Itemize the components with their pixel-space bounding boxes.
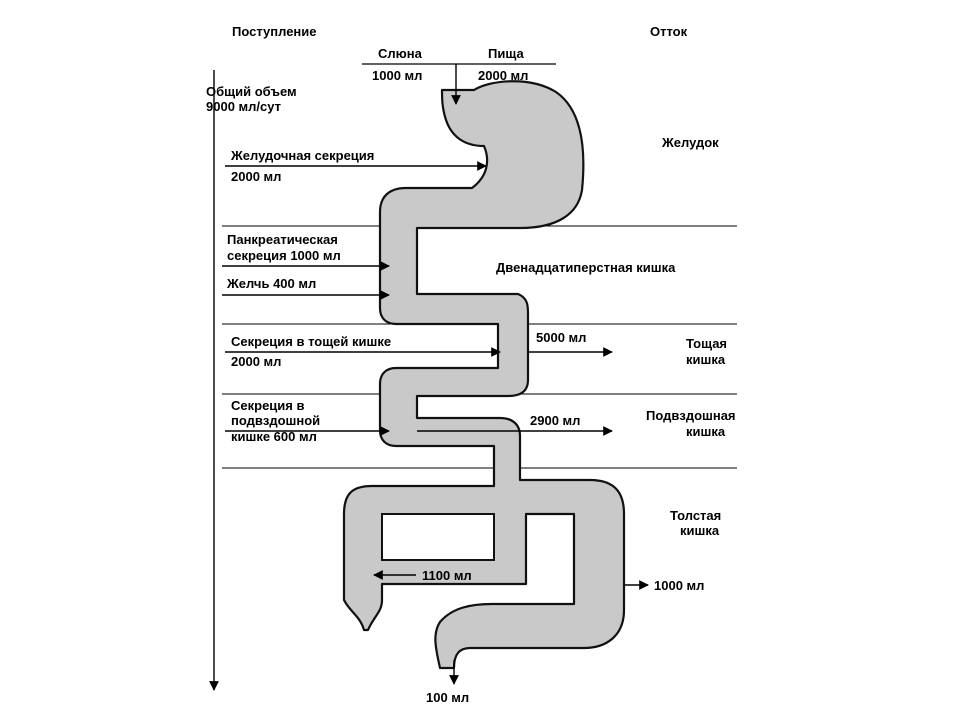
food-label: Пища [488,46,524,61]
jejunal-secretion-line1: Секреция в тощей кишке [231,334,391,349]
ileal-secretion-line1: Секреция в [231,398,304,413]
total-volume-line1: Общий объем [206,84,297,99]
saliva-volume: 1000 мл [372,68,422,83]
stomach-shape [342,80,626,670]
outflow-ileum-volume: 2900 мл [530,413,580,428]
segment-ileum-line1: Подвздошная [646,408,736,423]
ileal-secretion-line3: кишке 600 мл [231,429,317,444]
bile-line1: Желчь 400 мл [226,276,316,291]
segment-colon-line1: Толстая [670,508,721,523]
gastric-secretion-line1: Желудочная секреция [230,148,374,163]
segment-ileum-line2: кишка [686,424,726,439]
ileal-secretion-line2: подвздошной [231,413,320,428]
segment-duodenum: Двенадцатиперстная кишка [496,260,676,275]
header-intake: Поступление [232,24,317,39]
jejunal-secretion-line2: 2000 мл [231,354,281,369]
segment-stomach: Желудок [661,135,719,150]
excreted-volume: 100 мл [426,690,469,705]
colon-inner-space [381,513,495,561]
pancreatic-secretion-line1: Панкреатическая [227,232,338,247]
colon-return-volume: 1100 мл [422,568,472,583]
header-outflow: Отток [650,24,688,39]
gastric-secretion-line2: 2000 мл [231,169,281,184]
outflow-jejunum-volume: 5000 мл [536,330,586,345]
total-volume-line2: 9000 мл/сут [206,99,281,114]
segment-jejunum-line1: Тощая [686,336,727,351]
pancreatic-secretion-line2: секреция 1000 мл [227,248,341,263]
segment-jejunum-line2: кишка [686,352,726,367]
outflow-colon-volume: 1000 мл [654,578,704,593]
saliva-label: Слюна [378,46,423,61]
food-volume: 2000 мл [478,68,528,83]
segment-colon-line2: кишка [680,523,720,538]
gi-tract [342,80,626,670]
